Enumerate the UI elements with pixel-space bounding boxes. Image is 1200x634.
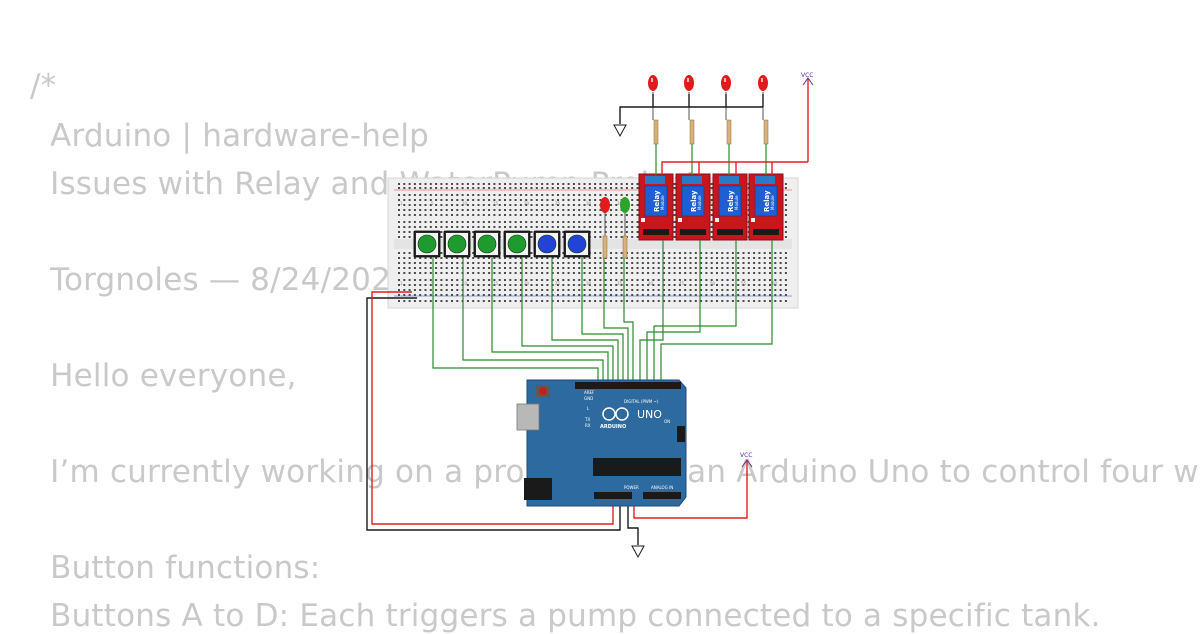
resistor-icon	[726, 119, 732, 145]
signal-wire	[653, 240, 737, 383]
top-ground-wire	[613, 94, 764, 138]
resistor-icon	[689, 119, 695, 145]
svg-text:DIGITAL (PWM ~): DIGITAL (PWM ~)	[624, 399, 659, 404]
resistor-icon	[622, 235, 628, 259]
digital-header	[575, 382, 681, 389]
signal-wire	[639, 240, 664, 383]
relay-sublabel: Module	[734, 195, 739, 210]
svg-text:GND: GND	[584, 396, 593, 401]
arduino-logo-icon	[602, 407, 616, 421]
svg-text:ARDUINO: ARDUINO	[600, 424, 626, 430]
signal-wire	[432, 258, 599, 383]
breadboard-column-number: 40	[648, 281, 654, 286]
code-line: Hello everyone,	[30, 358, 297, 394]
signal-wire	[646, 240, 701, 383]
signal-wire	[521, 258, 614, 383]
svg-text:AREF: AREF	[584, 390, 595, 395]
breadboard-column-number: 15	[493, 281, 499, 286]
breadboard-column-number: 20	[524, 281, 530, 286]
signal-wire	[462, 258, 604, 383]
code-line: Buttons A to D: Each triggers a pump con…	[30, 598, 1101, 634]
signal-wires	[432, 240, 773, 383]
push-buttons	[413, 230, 591, 258]
breadboard-column-number: 30	[586, 281, 592, 286]
signal-wire	[551, 258, 619, 383]
breadboard-column-number: 10	[462, 281, 468, 286]
signal-wire	[660, 240, 773, 383]
left-power-wires: VCC	[366, 291, 752, 559]
breadboard-column-number: 10	[462, 201, 468, 206]
breadboard-column-number: 20	[524, 201, 530, 206]
svg-text:VCC: VCC	[740, 452, 752, 459]
uno-label: UNO	[637, 408, 662, 421]
ground-symbol-icon	[613, 124, 627, 138]
code-line: Button functions:	[30, 550, 321, 586]
signal-wire	[603, 258, 629, 383]
breadboard-column-numbers: 1155101015152020252530303535404045455050…	[400, 201, 778, 286]
breadboard-column-number: 35	[617, 281, 623, 286]
svg-text:L: L	[587, 406, 590, 411]
breadboard-column-number: 1	[400, 201, 403, 206]
relay-label: Relay	[763, 190, 771, 212]
microcontroller-chip	[593, 458, 681, 476]
breadboard-column-number: 50	[710, 281, 716, 286]
ground-symbol-icon	[631, 545, 645, 559]
usb-port	[516, 403, 540, 431]
push-button[interactable]	[533, 230, 561, 258]
top-led-array	[648, 75, 769, 175]
red-status-led	[600, 197, 610, 213]
push-button[interactable]	[503, 230, 531, 258]
resistor-icon	[602, 235, 608, 259]
resistor-icon	[653, 119, 659, 145]
breadboard-column-number: 25	[555, 201, 561, 206]
signal-wire	[491, 258, 609, 383]
breadboard-column-number: 55	[741, 281, 747, 286]
code-line: Arduino | hardware-help	[30, 118, 430, 154]
signal-wire	[581, 258, 624, 383]
breadboard-column-number: 5	[431, 201, 434, 206]
breadboard-column-number: 15	[493, 201, 499, 206]
relay-label: Relay	[690, 190, 698, 212]
relay-sublabel: Module	[660, 195, 665, 210]
breadboard-column-number: 45	[679, 281, 685, 286]
arduino-uno-board[interactable]: DIGITAL (PWM ~) AREF GND UNO ARDUINO L T…	[516, 379, 687, 507]
svg-text:RX: RX	[585, 423, 591, 428]
analog-header	[643, 492, 681, 499]
breadboard-column-number: 35	[617, 201, 623, 206]
code-line: /*	[30, 68, 57, 104]
breadboard-column-number: 30	[586, 201, 592, 206]
svg-text:ON: ON	[664, 419, 670, 424]
breadboard-column-number: 60	[772, 281, 778, 286]
relay-label: Relay	[653, 190, 661, 212]
status-leds	[600, 197, 630, 259]
power-jack	[524, 478, 552, 500]
green-status-led	[620, 197, 630, 213]
breadboard-column-number: 1	[400, 281, 403, 286]
push-button[interactable]	[563, 230, 591, 258]
svg-text:VCC: VCC	[801, 72, 813, 79]
relay-sublabel: Module	[770, 195, 775, 210]
power-header	[594, 492, 632, 499]
svg-text:ANALOG IN: ANALOG IN	[651, 485, 673, 490]
signal-wire	[623, 258, 634, 383]
push-button[interactable]	[473, 230, 501, 258]
svg-text:TX: TX	[584, 417, 590, 422]
breadboard-column-number: 25	[555, 281, 561, 286]
resistor-icon	[763, 119, 769, 145]
relay-label: Relay	[727, 190, 735, 212]
icsp-header	[677, 426, 685, 442]
push-button[interactable]	[443, 230, 471, 258]
top-vcc-symbol: VCC	[661, 72, 813, 175]
push-button[interactable]	[413, 230, 441, 258]
code-line: Torgnoles — 8/24/2025	[30, 262, 411, 298]
svg-text:POWER: POWER	[624, 485, 639, 490]
relay-sublabel: Module	[697, 195, 702, 210]
